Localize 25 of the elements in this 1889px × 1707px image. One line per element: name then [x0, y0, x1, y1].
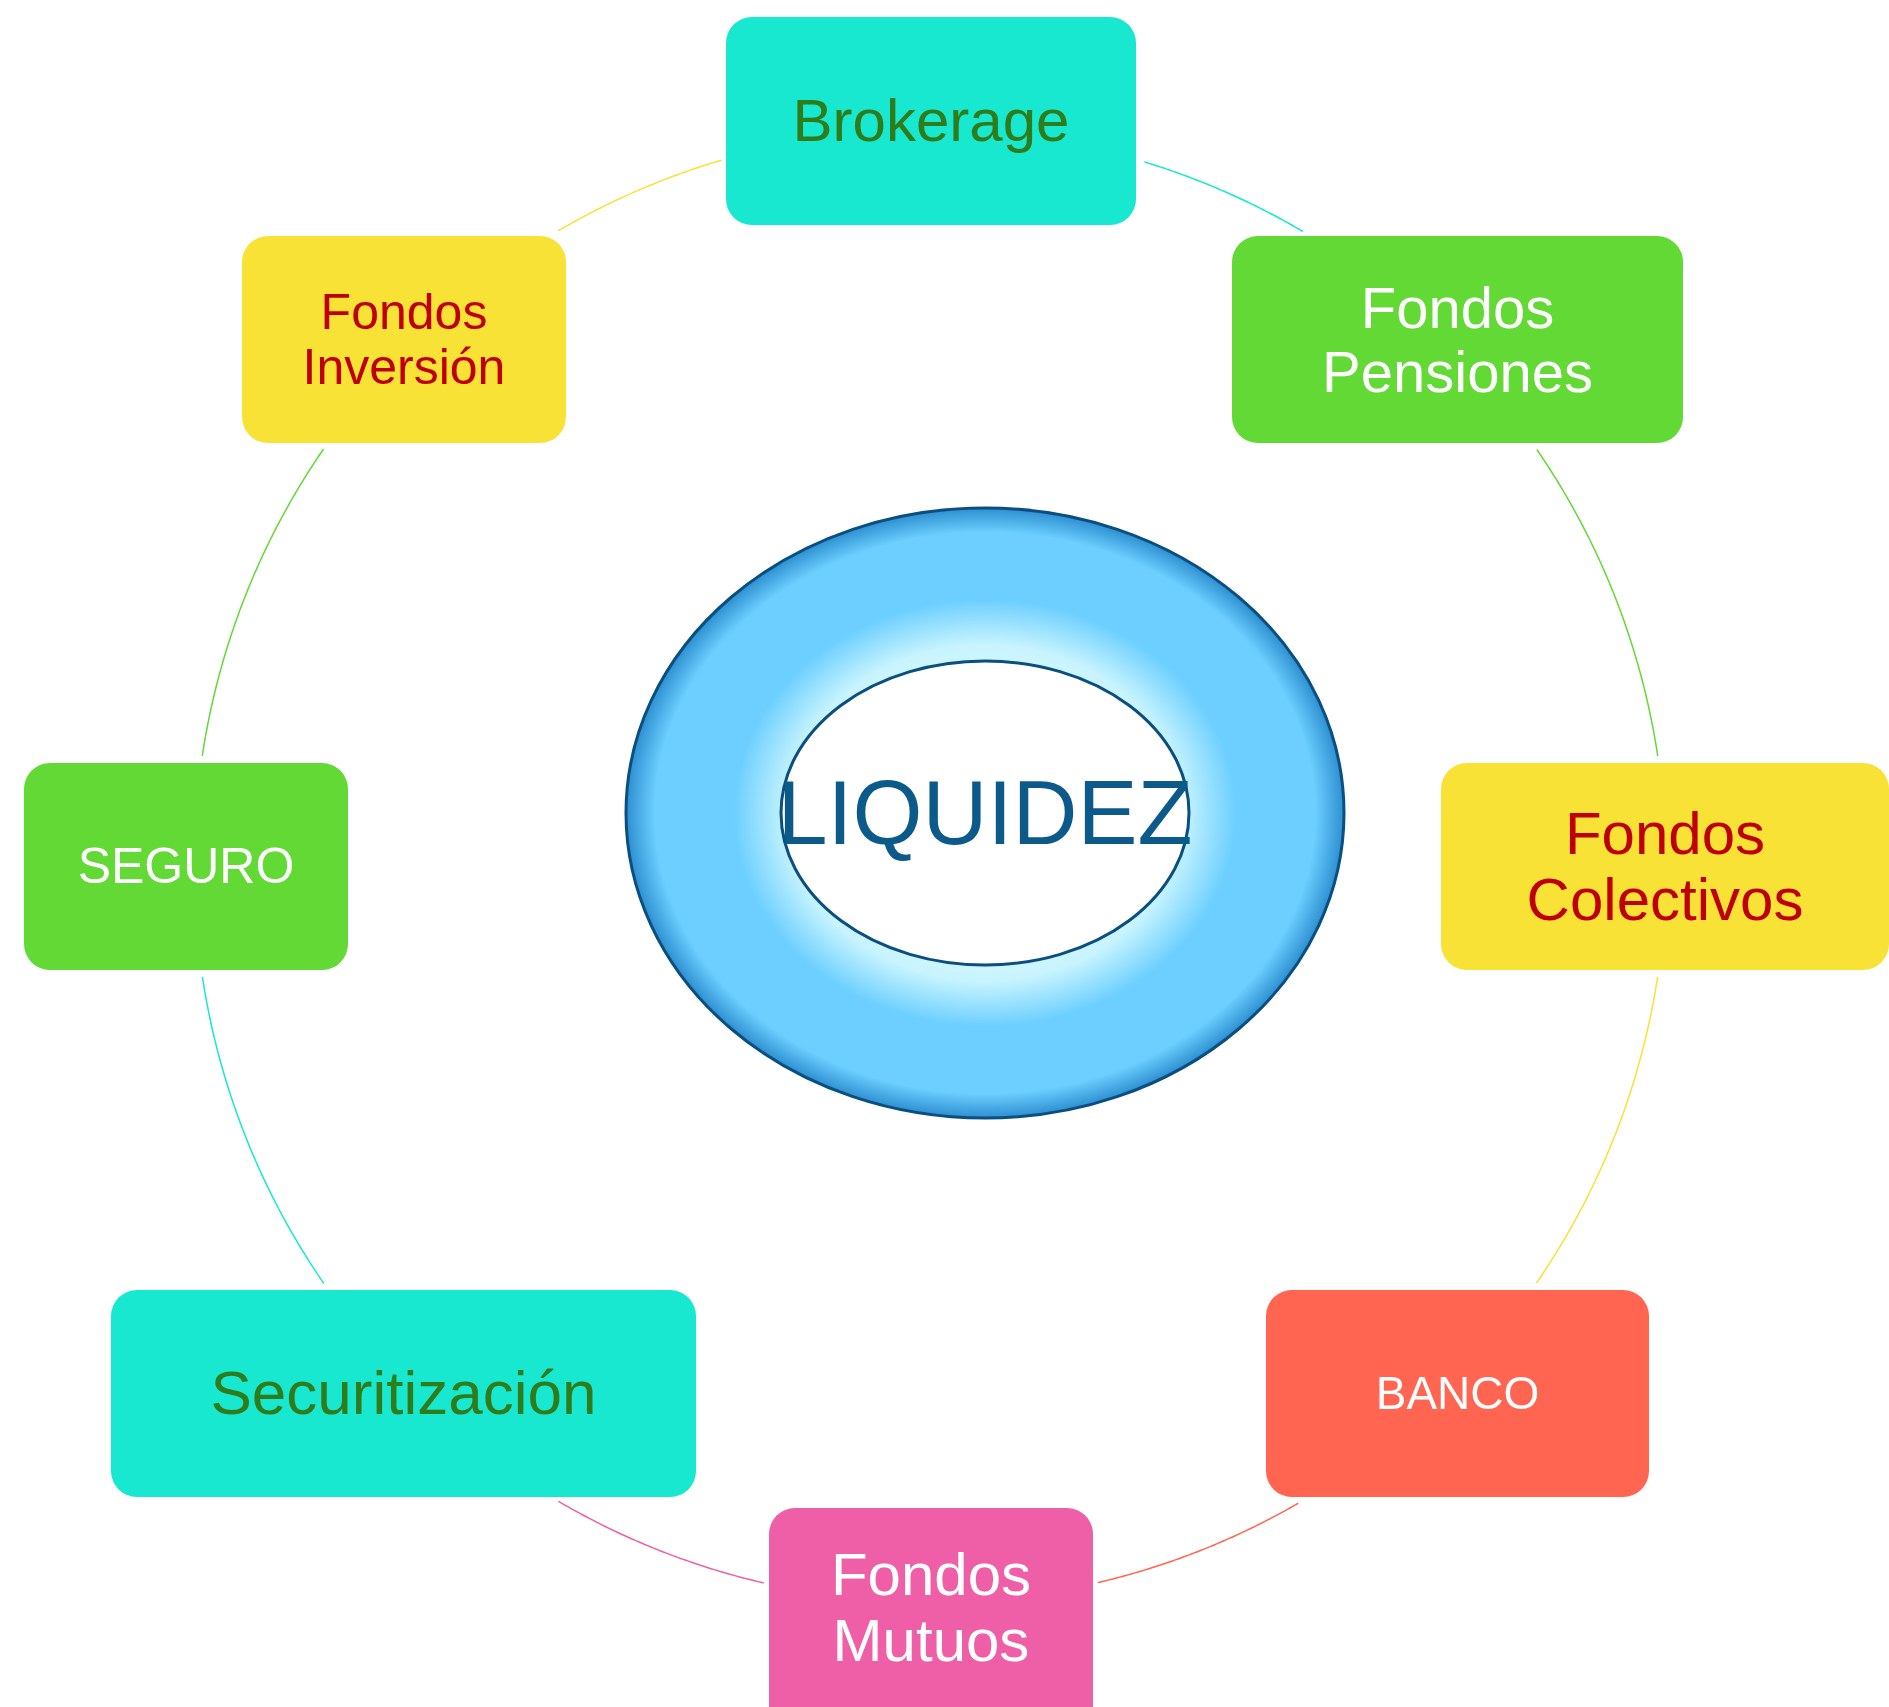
node-label: SEGURO — [77, 839, 295, 894]
rounded-box — [769, 1508, 1093, 1707]
node-label: Securitización — [210, 1359, 597, 1428]
connector-arc — [1536, 448, 1659, 757]
node-label: Brokerage — [792, 88, 1070, 154]
node-label: BANCO — [1375, 1368, 1540, 1419]
node-label: Fondos Colectivos — [1525, 800, 1805, 933]
rounded-box — [1441, 763, 1889, 970]
node-label: Fondos Mutuos — [829, 1541, 1033, 1674]
rounded-box — [726, 17, 1136, 225]
connector-arc — [201, 448, 325, 757]
connector-arc — [201, 976, 325, 1285]
rounded-box — [111, 1290, 696, 1497]
rounded-box — [1232, 236, 1683, 443]
connector-arc — [1097, 1502, 1300, 1584]
connector-arc — [1143, 161, 1304, 233]
connector-arc — [557, 1500, 765, 1584]
ring-shape — [624, 505, 1346, 1121]
connector-arc — [557, 159, 723, 232]
rounded-box — [1266, 1290, 1649, 1497]
node-label: Fondos Inversión — [301, 284, 507, 395]
connector-arc — [1535, 976, 1659, 1284]
rounded-box — [24, 763, 348, 970]
node-label: Fondos Pensiones — [1321, 275, 1594, 404]
rounded-box — [242, 236, 566, 443]
